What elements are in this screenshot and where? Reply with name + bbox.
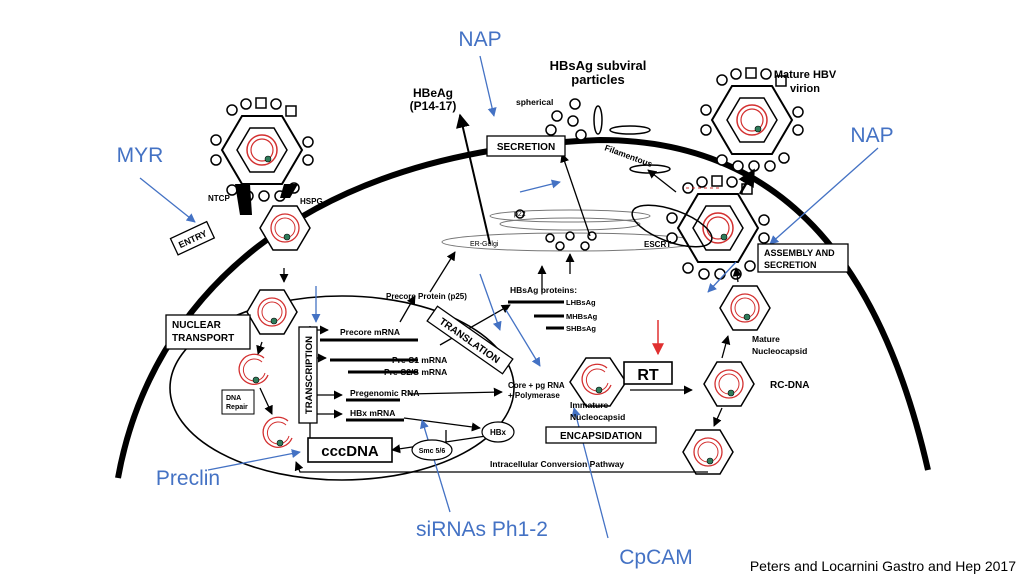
hbx-mrna-label: HBx mRNA [350, 408, 395, 418]
assembly-line1: ASSEMBLY AND [764, 248, 835, 258]
rc-dna-circle-2 [262, 416, 293, 448]
mature-virion-line1: Mature HBV [774, 69, 837, 81]
hspg-receptor [280, 184, 298, 198]
sirnas-label: siRNAs Ph1-2 [416, 518, 548, 541]
hbsag-subviral-line1: HBsAg subviral [550, 58, 647, 73]
pregenomic-rna-label: Pregenomic RNA [350, 388, 419, 398]
p22-label: p22 [514, 211, 526, 218]
filamentous-label: Filamentous [603, 142, 654, 169]
immature-nucleocapsid [569, 357, 627, 407]
rc-dna-capsid [703, 361, 755, 407]
secretion-box [486, 135, 566, 157]
immature-nucleocapsid-rna [581, 363, 612, 395]
flow-arrows [256, 113, 756, 473]
transcription-label: TRANSCRIPTION [304, 336, 315, 414]
hspg-label: HSPG [300, 197, 323, 206]
mature-nc-line2: Nucleocapsid [752, 346, 807, 356]
pres2-mrna-label: Pre-S2/S mRNA [384, 367, 447, 377]
myr-label: MYR [117, 144, 164, 167]
hbsag-proteins-label: HBsAg proteins: [510, 285, 577, 295]
budding-virion [666, 175, 770, 280]
escrt-label: ESCRT [644, 240, 671, 249]
dna-repair-box [221, 389, 255, 415]
nap-right-label: NAP [850, 124, 893, 147]
dna-repair-line1: DNA [226, 395, 241, 402]
lhbsag-label: LHBsAg [566, 298, 596, 307]
hbeag-line1: HBeAg [413, 86, 453, 100]
nucleus [169, 295, 515, 481]
entering-virion [210, 97, 314, 202]
assembly-line2: SECRETION [764, 260, 817, 270]
internalized-capsid [259, 205, 311, 251]
rt-box [623, 361, 673, 385]
core-pg-line2: + Polymerase [508, 391, 560, 400]
preclin-label: Preclin [156, 467, 220, 490]
mature-virion [700, 67, 804, 172]
er-golgi-label: ER-Golgi [470, 241, 499, 248]
smc-label: Smc 5/6 [419, 448, 446, 455]
rt-label: RT [637, 367, 659, 384]
citation: Peters and Locarnini Gastro and Hep 2017 [750, 558, 1016, 574]
cccdna-box [307, 437, 393, 463]
hbeag-line2: (P14-17) [410, 99, 457, 113]
hbsag-bars [508, 300, 564, 330]
secretion-label: SECRETION [497, 142, 555, 153]
nuclear-capsid [246, 289, 298, 335]
smc-oval [411, 439, 453, 461]
nuclear-transport-line1: NUCLEAR [172, 320, 222, 331]
mature-nucleocapsid [719, 285, 771, 331]
encapsidation-label: ENCAPSIDATION [560, 431, 642, 442]
ntcp-label: NTCP [208, 194, 230, 203]
rc-dna-label: RC-DNA [770, 380, 809, 391]
hbx-label: HBx [490, 428, 507, 437]
intracellular-label: Intracellular Conversion Pathway [490, 459, 624, 469]
nuclear-transport-box [165, 314, 251, 350]
spherical-label: spherical [516, 97, 553, 107]
shbsag-label: SHBsAg [566, 324, 596, 333]
immature-line2: Nucleocapsid [570, 412, 625, 422]
cpcam-label: CpCAM [619, 546, 693, 569]
immature-line1: Immature [570, 400, 609, 410]
precore-protein-label: Precore Protein (p25) [386, 292, 467, 301]
rna-bars [320, 338, 418, 422]
hbsag-subviral-line2: particles [571, 72, 624, 87]
transcription-box: TRANSCRIPTION [298, 326, 318, 424]
recycled-capsid [682, 429, 734, 475]
subviral-particles [515, 98, 671, 251]
mhbsag-label: MHBsAg [566, 312, 598, 321]
ntcp-receptor [235, 184, 252, 215]
mature-virion-line2: virion [790, 83, 820, 95]
nap-top-label: NAP [458, 28, 501, 51]
rc-dna-circle-1 [238, 353, 269, 385]
entry-box: ENTRY [169, 220, 216, 256]
escrt-ring [631, 204, 713, 248]
core-pg-line1: Core + pg RNA [508, 381, 565, 390]
assembly-secretion-box [757, 243, 849, 273]
pres1-mrna-label: Pre-S1 mRNA [392, 355, 447, 365]
mature-nc-line1: Mature [752, 334, 780, 344]
cccdna-label: cccDNA [321, 443, 379, 460]
encapsidation-box [545, 426, 657, 444]
precore-mrna-label: Precore mRNA [340, 327, 400, 337]
nuclear-transport-line2: TRANSPORT [172, 333, 234, 344]
hbx-oval [481, 421, 515, 443]
dna-repair-line2: Repair [226, 404, 248, 411]
